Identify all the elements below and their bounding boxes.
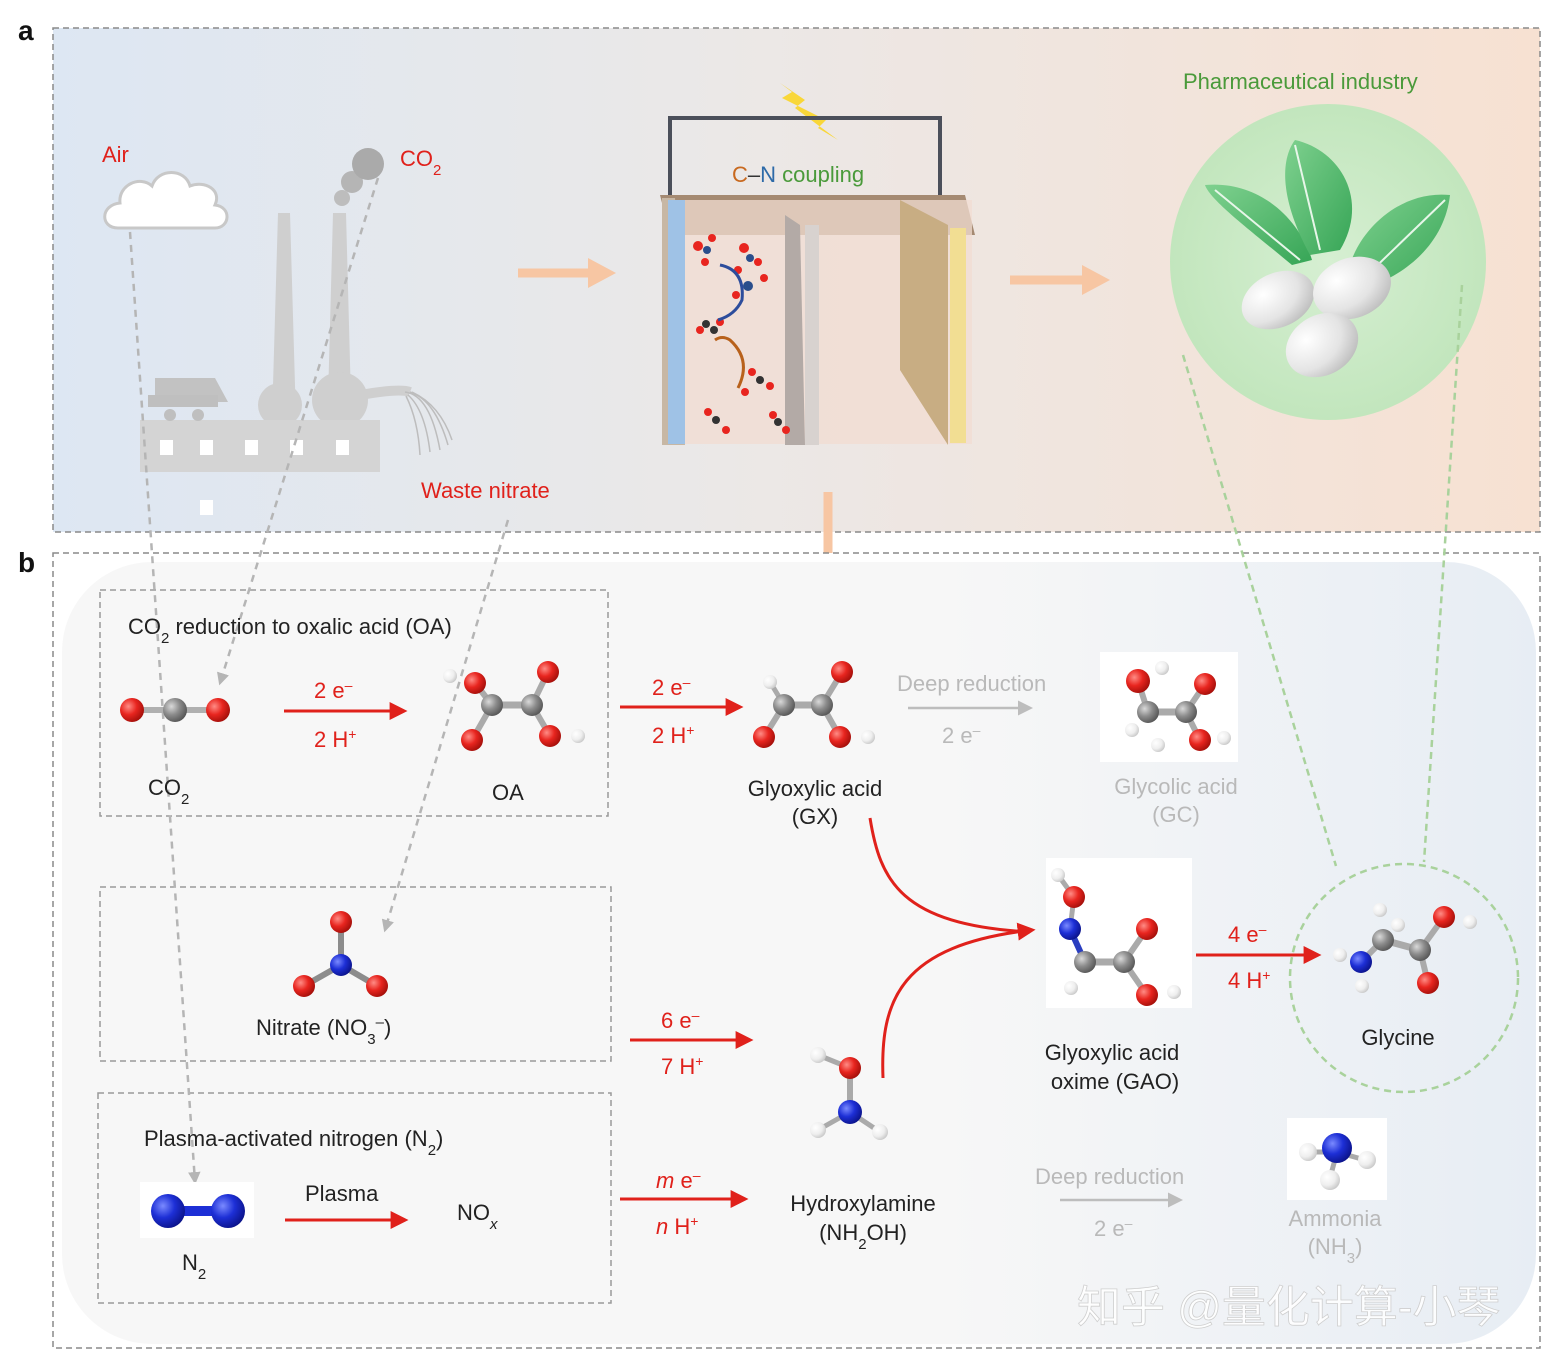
arrow-oa-gx-bottom: 2 H+ [652,722,694,748]
cloud-icon [103,171,229,230]
ammonia-molecule [1287,1118,1387,1200]
electrolyzer-icon [660,116,975,445]
nox-label: NOx [457,1200,498,1233]
plasma-box-title: Plasma-activated nitrogen (N2) [144,1126,443,1159]
nitrate-molecule [293,911,388,997]
process-arrow-2 [1010,265,1110,295]
hydroxylamine-molecule [810,1047,888,1140]
box-co2-reduction [99,589,609,817]
arrow-nitrate-ha-bottom: 7 H+ [661,1053,703,1079]
n2-label: N2 [182,1250,206,1283]
glycine-highlight-circle [1288,862,1520,1094]
ammonia-label-line2: (NH3) [1308,1234,1363,1267]
cn-coupling-label: C–N coupling [732,162,864,187]
source-arrows [128,177,510,1185]
co2-molecule [120,698,230,722]
process-arrow-1 [518,258,616,288]
gao-label-line1: Glyoxylic acid [1045,1040,1179,1065]
nitrate-label: Nitrate (NO3–) [256,1014,391,1048]
panel-letter-a: a [18,15,34,46]
arrow-gao-gly-bottom: 4 H+ [1228,967,1270,993]
arrow-nox-ha-bottom: n H+ [656,1213,698,1239]
oa-molecule [443,661,585,751]
gc-label-line1: Glycolic acid [1114,774,1237,799]
ha-label-line1: Hydroxylamine [790,1191,936,1216]
box-plasma [97,1092,612,1304]
co2-label: CO2 [148,775,189,808]
gc-label-line2: (GC) [1152,802,1200,827]
arrow-oa-gx-top: 2 e– [652,674,691,700]
ha-label-line2: (NH2OH) [819,1220,907,1253]
deep-reduction-1-electrons: 2 e– [942,722,981,748]
gx-label-line2: (GX) [792,804,838,829]
gao-label-line2: oxime (GAO) [1051,1069,1179,1094]
pharma-label: Pharmaceutical industry [1183,69,1418,94]
air-label: Air [102,142,129,167]
lightning-icon [780,83,838,140]
arrow-gao-gly-top: 4 e– [1228,921,1267,947]
deep-reduction-2-label: Deep reduction [1035,1164,1184,1189]
arrow-co2-oa-bottom: 2 H+ [314,726,356,752]
arrow-nox-ha-top: m e– [656,1167,701,1193]
waste-nitrate-label: Waste nitrate [421,478,550,503]
deep-reduction-2-electrons: 2 e– [1094,1215,1133,1241]
co2-top-label: CO2 [400,146,441,179]
glycine-molecule [1333,903,1477,994]
glycine-label: Glycine [1361,1025,1434,1050]
ammonia-label-line1: Ammonia [1289,1206,1383,1231]
oa-label: OA [492,780,524,805]
gao-molecule [1046,858,1192,1008]
watermark-text: 知乎 @量化计算-小琴 [1077,1283,1501,1332]
deep-reduction-1-label: Deep reduction [897,671,1046,696]
converging-arrows [868,817,1036,1079]
leaves-pills-icon [1170,104,1486,420]
arrow-co2-oa-top: 2 e– [314,677,353,703]
gc-molecule [1100,652,1238,762]
panel-letter-b: b [18,547,35,578]
plasma-label: Plasma [305,1181,379,1206]
n2-molecule [140,1182,254,1238]
arrow-nitrate-ha-top: 6 e– [661,1007,700,1033]
gx-molecule [753,661,875,748]
factory-icon [140,148,453,515]
co2-reduction-title: CO2 reduction to oxalic acid (OA) [128,614,452,647]
gx-label-line1: Glyoxylic acid [748,776,882,801]
pharma-connectors [1181,284,1464,867]
box-nitrate [99,886,612,1062]
